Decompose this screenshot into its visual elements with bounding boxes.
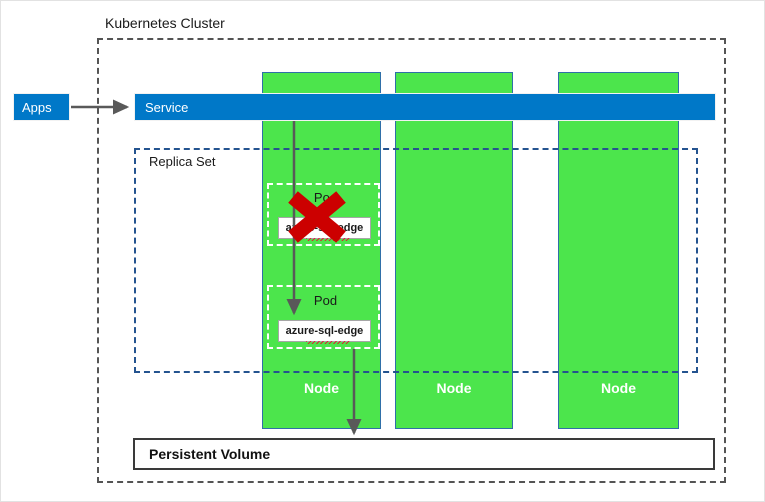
kubernetes-cluster-label: Kubernetes Cluster — [105, 15, 225, 31]
node-column-3[interactable]: Node — [558, 72, 679, 429]
persistent-volume-label: Persistent Volume — [149, 446, 271, 462]
node-column-1[interactable]: Node — [262, 72, 381, 429]
pod-2-container[interactable]: azure-sql-edge — [278, 320, 371, 344]
pod-2-container-label: azure-sql-edge — [285, 325, 364, 337]
replica-set-label: Replica Set — [149, 154, 216, 169]
pod-failure-x-icon — [288, 191, 346, 243]
service-label: Service — [145, 99, 189, 115]
node-label-3: Node — [601, 380, 636, 396]
apps-box[interactable]: Apps — [13, 93, 70, 121]
node-label-2: Node — [436, 380, 472, 396]
node-label-1: Node — [304, 380, 339, 396]
replica-set-boundary — [134, 148, 698, 373]
pod-2-label: Pod — [313, 293, 338, 308]
persistent-volume-box[interactable]: Persistent Volume — [133, 438, 715, 470]
service-bar[interactable]: Service — [134, 93, 716, 121]
kubernetes-cluster-boundary — [97, 38, 726, 483]
spellcheck-squiggle-icon — [306, 341, 350, 344]
spellcheck-squiggle-icon — [306, 238, 350, 241]
pod-2[interactable]: Pod azure-sql-edge — [267, 285, 380, 349]
apps-label: Apps — [22, 99, 52, 115]
